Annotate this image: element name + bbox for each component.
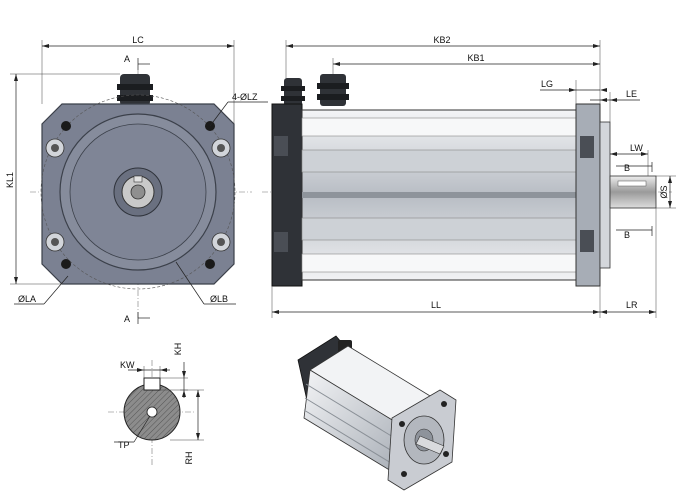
dim-lb: ØLB — [210, 294, 228, 304]
bolt-circle — [40, 94, 236, 290]
keyway — [143, 377, 161, 391]
isometric-view — [297, 335, 457, 491]
dim-lc: LC — [132, 35, 144, 45]
connector-gland — [284, 78, 302, 106]
dim-la: ØLA — [18, 294, 36, 304]
section-b-bottom: B — [624, 230, 630, 240]
dim-kb1: KB1 — [467, 53, 484, 63]
dim-lr: LR — [626, 300, 638, 310]
dim-lw: LW — [630, 143, 643, 153]
mounting-hole — [61, 259, 71, 269]
dim-kw: KW — [120, 360, 135, 370]
dim-ll: LL — [431, 300, 441, 310]
section-a-bottom: A — [124, 314, 130, 324]
tapped-hole — [146, 406, 158, 418]
dim-tp: TP — [118, 440, 130, 450]
dim-lg: LG — [541, 79, 553, 89]
mounting-hole — [205, 259, 215, 269]
dim-rh: RH — [184, 452, 194, 465]
shaft-section-view: KW KH RH TP — [108, 343, 204, 466]
connector-gland — [320, 74, 346, 106]
dim-s: ØS — [659, 185, 669, 198]
section-a-top: A — [124, 54, 130, 64]
section-b-top: B — [624, 163, 630, 173]
mounting-hole — [61, 121, 71, 131]
dim-kl1: KL1 — [5, 172, 15, 188]
dim-le: LE — [626, 89, 637, 99]
rear-endcap — [271, 103, 303, 287]
front-view: LC A A KL1 4-ØLZ ØLA ØLB — [5, 35, 268, 324]
dim-kb2: KB2 — [433, 35, 450, 45]
dim-holes: 4-ØLZ — [232, 92, 258, 102]
dim-kh: KH — [173, 343, 183, 356]
front-flange — [575, 103, 601, 287]
side-view: KB2 KB1 LG LE LW B B — [262, 35, 676, 318]
iso-shaft — [415, 435, 445, 455]
